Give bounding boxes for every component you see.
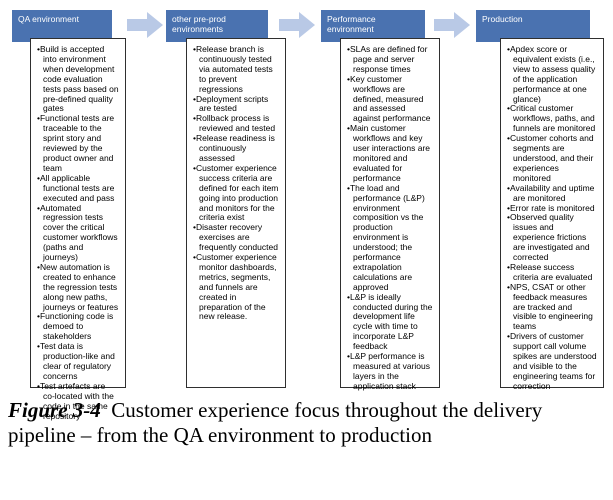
list-item: Functioning code is demoed to stakeholde… — [37, 312, 119, 342]
list-item: Drivers of customer support call volume … — [507, 331, 597, 391]
list-item: Test artefacts are co-located with the c… — [37, 381, 119, 422]
list-item: NPS, CSAT or other feedback measures are… — [507, 282, 597, 333]
stage-header-preprod: other pre-prod environments — [166, 10, 268, 42]
list-item: Main customer workflows and key user int… — [347, 123, 433, 183]
list-item: Availability and uptime are monitored — [507, 183, 597, 204]
list-item: Test data is production-like and clear o… — [37, 341, 119, 382]
list-item: Release readiness is continuously assess… — [193, 133, 279, 164]
arrow-right-icon — [279, 12, 315, 38]
stage-panel-qa: Build is accepted into environment when … — [30, 38, 126, 420]
list-item: Disaster recovery exercises are frequent… — [193, 222, 279, 253]
list-item: Key customer workflows are defined, meas… — [347, 74, 433, 125]
stage-panel-production: Apdex score or equivalent exists (i.e., … — [500, 38, 604, 391]
arrow-right-icon — [434, 12, 470, 38]
list-item: All applicable functional tests are exec… — [37, 173, 119, 204]
list-item: Apdex score or equivalent exists (i.e., … — [507, 44, 597, 104]
stage-header-production: Production — [476, 10, 590, 42]
stage-list-preprod: Release branch is continuously tested vi… — [193, 44, 279, 322]
list-item: Release success criteria are evaluated — [507, 262, 597, 283]
list-item: L&P is ideally conducted during the deve… — [347, 292, 433, 352]
figure-caption-text: Customer experience focus throughout the… — [8, 398, 543, 447]
list-item: The load and performance (L&P) environme… — [347, 183, 433, 293]
list-item: New automation is created to enhance the… — [37, 262, 119, 313]
list-item: SLAs are defined for page and server res… — [347, 44, 433, 75]
stage-list-qa: Build is accepted into environment when … — [37, 44, 119, 422]
list-item: Observed quality issues and experience f… — [507, 213, 597, 263]
list-item: Critical customer workflows, paths, and … — [507, 104, 597, 134]
list-item: Error rate is monitored — [507, 203, 597, 214]
pipeline-diagram: QA environment Build is accepted into en… — [0, 0, 613, 390]
figure-caption: Figure 3-4 Customer experience focus thr… — [8, 398, 608, 448]
figure-label: Figure 3-4 — [8, 398, 101, 422]
list-item: Automated regression tests cover the cri… — [37, 203, 119, 263]
list-item: L&P performance is measured at various l… — [347, 351, 433, 392]
list-item: Deployment scripts are tested — [193, 94, 279, 115]
list-item: Release branch is continuously tested vi… — [193, 44, 279, 95]
list-item: Build is accepted into environment when … — [37, 44, 119, 114]
stage-panel-preprod: Release branch is continuously tested vi… — [186, 38, 286, 388]
stage-list-production: Apdex score or equivalent exists (i.e., … — [507, 44, 597, 392]
list-item: Customer experience success criteria are… — [193, 163, 279, 223]
stage-list-performance: SLAs are defined for page and server res… — [347, 44, 433, 392]
list-item: Customer cohorts and segments are unders… — [507, 133, 597, 184]
stage-panel-performance: SLAs are defined for page and server res… — [340, 38, 440, 391]
arrow-right-icon — [127, 12, 163, 38]
list-item: Functional tests are traceable to the sp… — [37, 113, 119, 173]
stage-header-performance: Performance environment — [321, 10, 425, 42]
list-item: Customer experience monitor dashboards, … — [193, 252, 279, 322]
stage-header-qa: QA environment — [12, 10, 112, 42]
list-item: Rollback process is reviewed and tested — [193, 113, 279, 134]
